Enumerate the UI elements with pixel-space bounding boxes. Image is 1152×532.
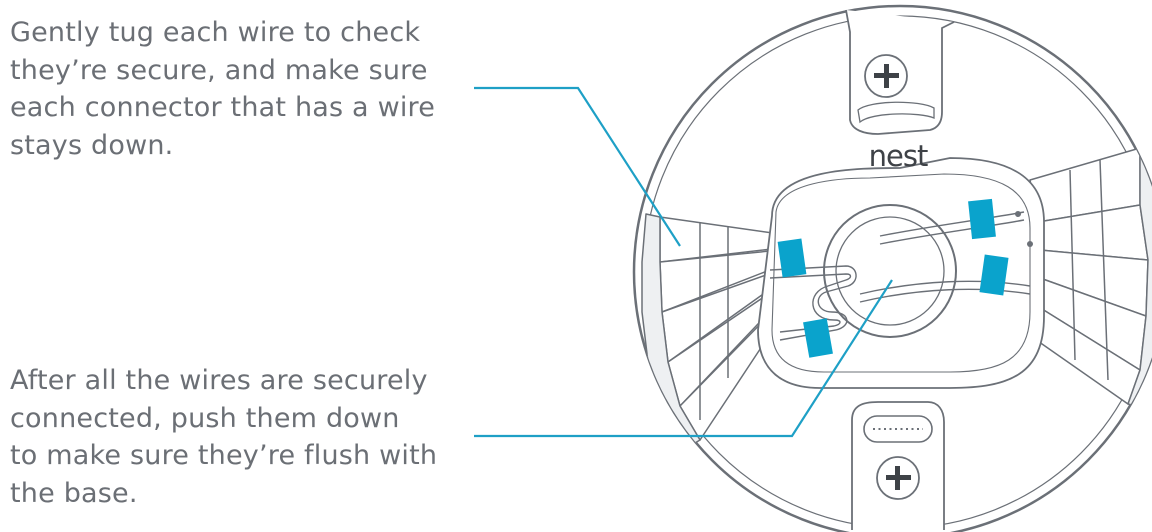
instruction-line: After all the wires are securely bbox=[10, 365, 428, 396]
instruction-line: connected, push them down bbox=[10, 402, 400, 434]
instruction-line: they’re secure, and make sure bbox=[10, 54, 428, 86]
callout-line-bottom bbox=[474, 279, 893, 438]
wire-marker bbox=[968, 198, 996, 240]
instruction-check-wires: Gently tug each wire to check they’re se… bbox=[10, 14, 435, 164]
instruction-line: each connector that has a wire bbox=[10, 92, 436, 123]
instruction-line: to make sure they’re flush with bbox=[10, 440, 438, 471]
screw-plus-icon bbox=[876, 456, 920, 500]
brand-logo-text: nest bbox=[869, 139, 928, 173]
wire-marker bbox=[777, 238, 807, 278]
wire-marker bbox=[803, 318, 833, 358]
instruction-line: stays down. bbox=[10, 129, 174, 161]
wire-hole bbox=[823, 204, 1033, 338]
instruction-line: the base. bbox=[10, 477, 138, 509]
connector-block-left bbox=[641, 213, 781, 447]
wires bbox=[769, 211, 1031, 341]
connector-block-right bbox=[1021, 143, 1152, 411]
screw-plus-icon bbox=[864, 54, 908, 98]
wire-marker bbox=[979, 254, 1009, 296]
instruction-push-wires: After all the wires are securely connect… bbox=[10, 362, 437, 512]
instruction-line: Gently tug each wire to check bbox=[10, 17, 421, 48]
callout-line-top bbox=[474, 86, 681, 247]
